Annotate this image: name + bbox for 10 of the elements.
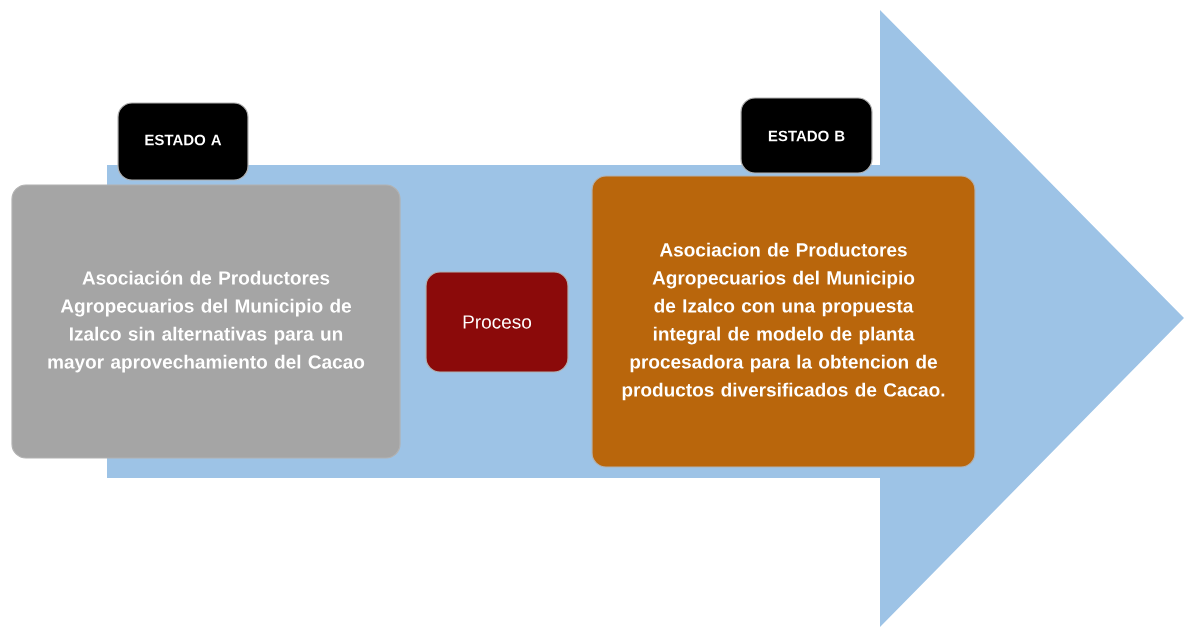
box-text: Proceso <box>463 315 532 329</box>
state-box <box>11 184 401 459</box>
box-text: ESTADO B <box>768 130 845 142</box>
state-box <box>591 175 976 468</box>
state-tab <box>740 97 873 174</box>
box-text: Asociacion de Productores Agropecuarios del Municipio de Izalco con una propuesta integral de modelo de planta procesadora para la obtencion de productos diversificados de Cacao. <box>622 242 945 401</box>
process-box <box>425 271 569 373</box>
state-tab <box>117 102 249 181</box>
box-text: Asociación de Productores Agropecuarios del Municipio de Izalco sin alternativas para un mayor aprovechamiento del Cacao <box>48 270 365 373</box>
box-text: ESTADO A <box>145 134 222 146</box>
